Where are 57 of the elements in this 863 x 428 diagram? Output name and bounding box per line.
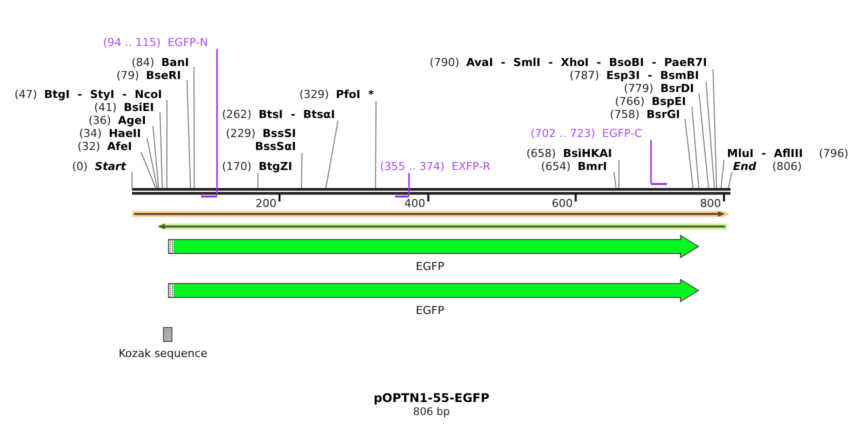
leader-line [152,126,160,188]
site-label: (0) Start [72,160,126,172]
leader-line [375,100,376,188]
primer-label: (702 .. 723) EGFP-C [530,126,642,140]
site-label: (79) BseRI [116,68,181,82]
leader-line [698,92,709,188]
site-label: (766) BspEI [614,94,686,108]
leader-line [692,106,700,188]
leader-line [650,140,652,183]
leader-line [706,82,715,188]
site-label: (329) PfoI * [299,88,374,100]
ruler-number: 200 [256,198,276,210]
leader-line [186,80,191,188]
site-label: (654) BmrI [541,160,607,172]
dna-backbone [132,188,730,195]
leader-line [614,172,616,188]
leader-line [140,152,156,188]
site-label: (41) BsiEI [94,100,154,114]
site-label: End (806) [733,160,802,172]
ruler-number: 800 [700,198,721,210]
feature-label: EGFP [416,304,444,316]
site-label: (34) HaeII [79,126,141,140]
map-title: pOPTN1-55-EGFP [372,391,490,405]
leader-line [712,68,718,188]
site-label: (84) BanI [132,56,189,68]
leader-line [166,100,168,188]
leader-line [618,160,620,188]
site-label: (47) BtgI - StyI - NcoI [14,88,162,100]
site-label: (658) BsiHKAI [526,146,612,160]
feature-label: EGFP [416,260,444,272]
leader-line [160,112,163,188]
leader-line [408,173,410,196]
site-label: (262) BtsI - BtsαI [222,108,335,120]
primer-label: (355 .. 374) EXFP-R [380,160,490,172]
site-label: (779) BsrDI [624,82,694,94]
leader-line [216,49,218,196]
map-caption: 806 bp [412,406,451,419]
site-label: MluI - AflIII (796) [727,146,848,160]
site-label: (758) BsrGI [610,108,680,120]
leader-line [146,138,158,188]
leader-line [301,152,302,188]
site-label: (787) Esp3I - BsmBI [570,68,699,82]
site-label: (790) AvaI - SmlI - XhoI - BsoBI - PaeR7I [430,56,707,68]
leader-line [728,172,732,188]
leader-line [325,120,338,188]
leader-line [257,172,258,188]
site-label: (229) BssSI BssSαI [226,126,296,152]
primer-label: (94 .. 115) EGFP-N [103,36,208,48]
site-label: (36) AgeI [88,114,146,126]
site-label: (32) AfeI [78,140,132,152]
ruler-number: 600 [552,198,573,210]
site-label: (170) BtgZI [222,160,292,172]
ruler-number: 400 [404,198,426,210]
feature-label: Kozak sequence [118,347,208,360]
leader-line [684,118,694,188]
leader-line [720,160,724,188]
leader-line [194,66,195,188]
